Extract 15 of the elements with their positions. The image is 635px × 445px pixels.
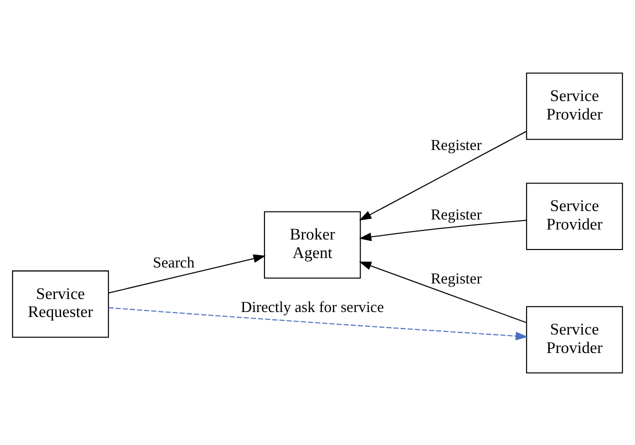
node-box: Service Provider — [526, 72, 623, 140]
node-box: Broker Agent — [264, 210, 361, 278]
arrow — [108, 306, 528, 340]
node-box: Service Provider — [526, 182, 623, 250]
arrow — [359, 261, 526, 323]
edge-label: Directly ask for service — [240, 298, 384, 316]
edge-label: Register — [430, 270, 482, 288]
edge-label: Register — [430, 136, 482, 154]
node-box: Service Requester — [12, 270, 109, 338]
node-box: Service Provider — [526, 306, 623, 373]
arrow — [108, 254, 266, 293]
edge-label: Search — [152, 254, 194, 271]
arrow — [359, 219, 527, 241]
edge-label: Register — [430, 206, 482, 223]
arrow — [359, 130, 527, 220]
